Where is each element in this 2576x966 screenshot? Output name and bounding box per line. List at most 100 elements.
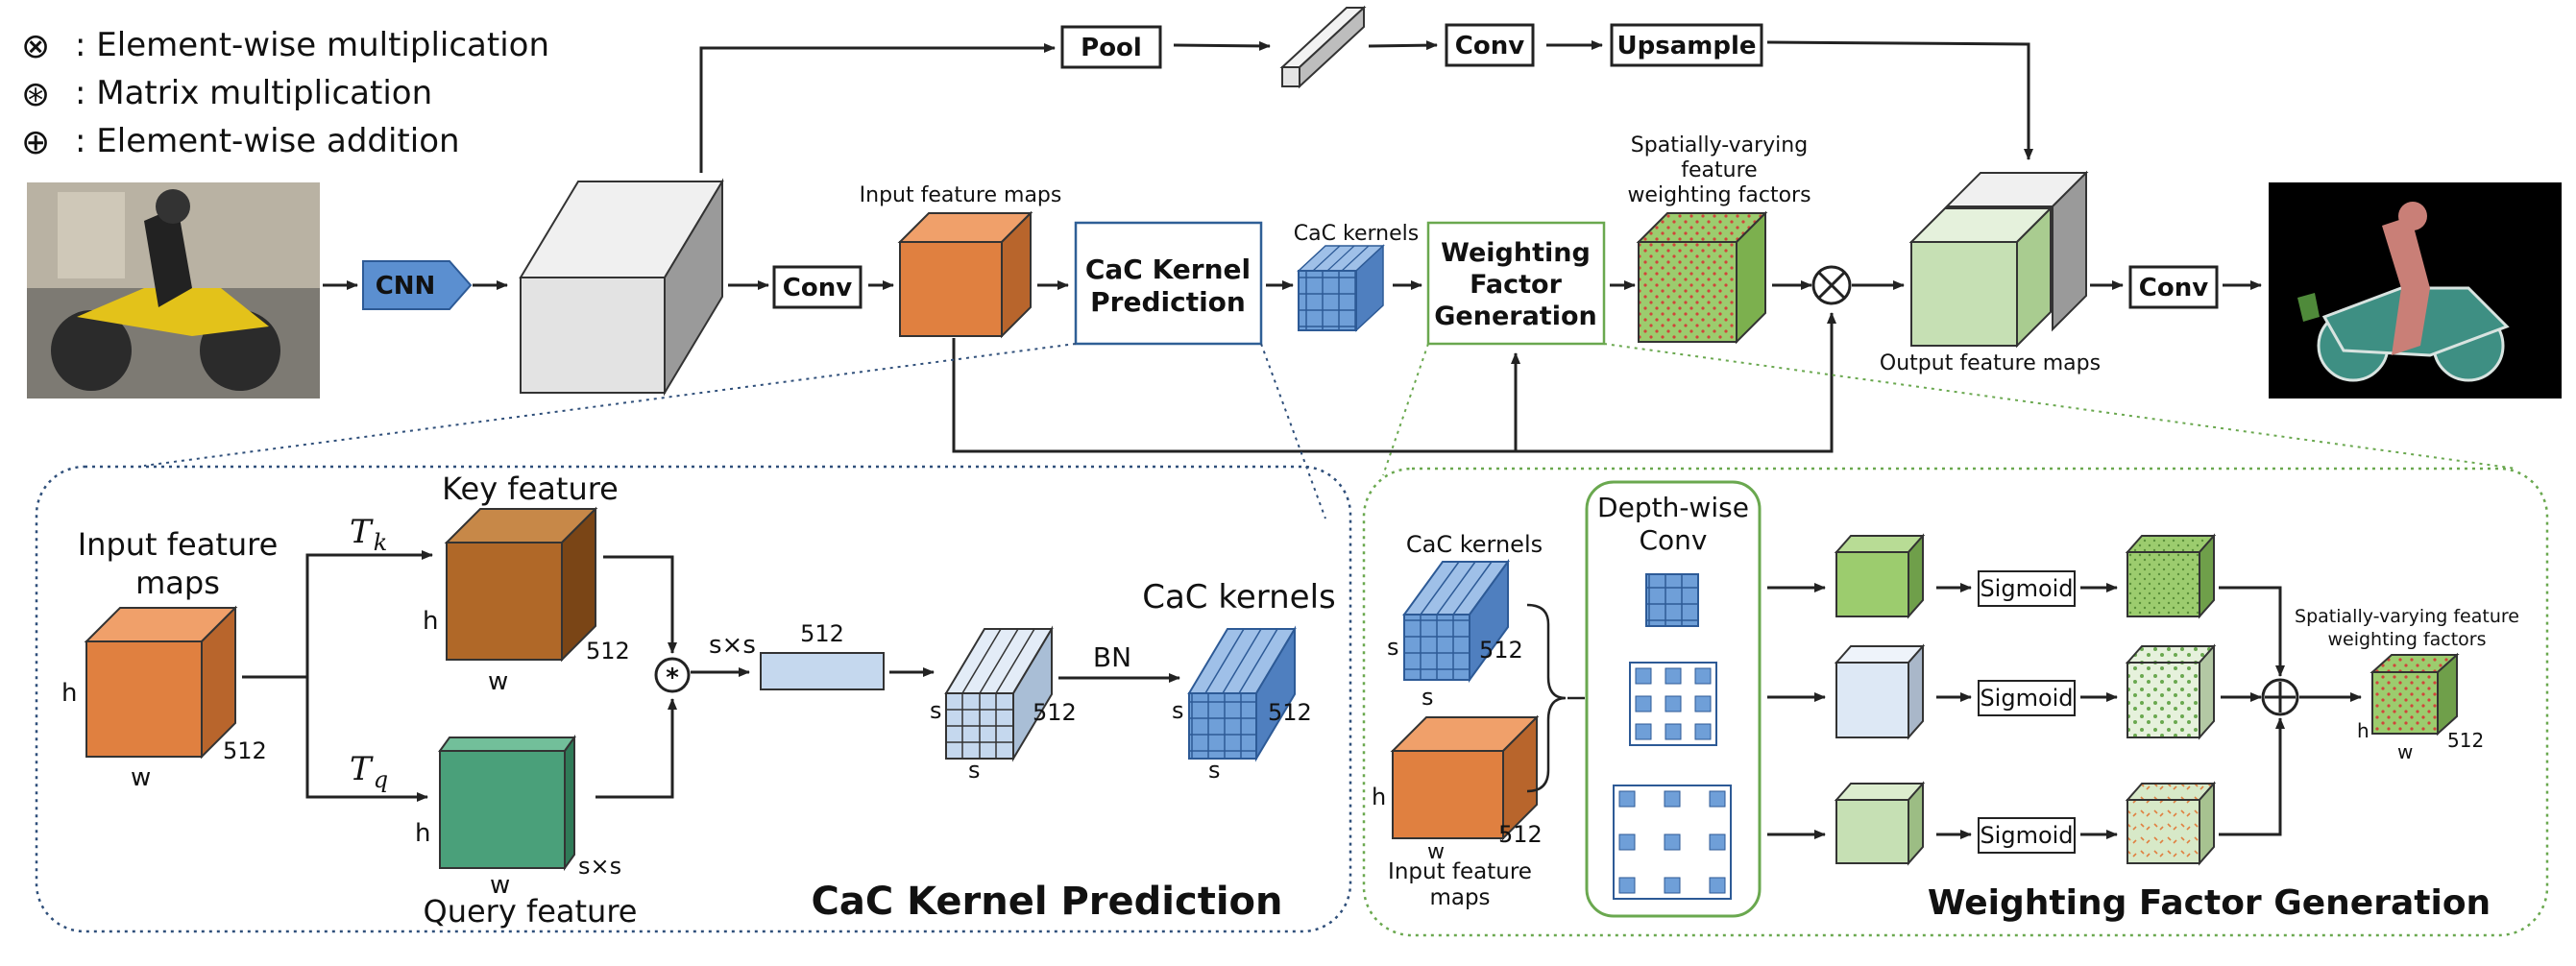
query-feature-cube <box>438 734 576 872</box>
pool-label: Pool <box>1081 34 1142 62</box>
key-feature-h: h <box>423 607 438 636</box>
top-wfg-line3: Generation <box>1434 302 1596 331</box>
right-input-h: h <box>1372 784 1386 810</box>
top-svf-line1: Spatially-varying <box>1631 133 1808 157</box>
conv1-block: Conv <box>772 265 863 309</box>
branch2-weight-cube <box>2125 643 2217 740</box>
top-input-feature-maps-cube <box>897 210 1033 339</box>
cnn-block: CNN <box>362 260 473 310</box>
left-cac-kernels-light <box>944 625 1054 762</box>
depthwise-kernel-dilation-2 <box>1629 662 1717 746</box>
left-panel-title: CaC Kernel Prediction <box>811 880 1282 924</box>
depthwise-conv-block: Depth-wise Conv <box>1585 480 1762 918</box>
cnn-feature-map <box>519 178 724 397</box>
right-input-cube <box>1390 714 1540 841</box>
right-svf-w: w <box>2397 740 2413 763</box>
left-input-h: h <box>61 679 77 708</box>
tk-label: Tk <box>350 513 387 556</box>
top-kernel-prediction-line1: CaC Kernel <box>1085 254 1251 285</box>
sigmoid-1-label: Sigmoid <box>1980 575 2073 602</box>
left-cac-dark-s-bottom: s <box>1208 757 1221 784</box>
right-panel-title: Weighting Factor Generation <box>1928 883 2491 923</box>
conv2-label: Conv <box>2139 274 2208 302</box>
left-cac-dark-512: 512 <box>1268 699 1312 726</box>
branch2-feature-cube <box>1834 643 1926 740</box>
depthwise-line1: Depth-wise <box>1597 492 1749 523</box>
upsample-block: Upsample <box>1610 23 1763 67</box>
key-feature-512: 512 <box>586 638 630 664</box>
top-input-feature-maps-label: Input feature maps <box>860 183 1062 207</box>
legend: ⊗ : Element-wise multiplication ⊛ : Matr… <box>21 26 549 162</box>
left-cac-dark-s-side: s <box>1172 697 1184 724</box>
output-feature-maps-cube <box>1908 170 2089 349</box>
right-panel-weighting-factor-generation: CaC kernels s s 512 h w 512 Input featur… <box>1362 467 2549 937</box>
right-cac-s-side: s <box>1387 634 1399 661</box>
left-input-label-line1: Input feature <box>78 526 279 563</box>
top-kernel-prediction-block: CaC Kernel Prediction <box>1074 221 1263 346</box>
left-cac-light-512: 512 <box>1033 699 1077 726</box>
right-input-label-line1: Input feature <box>1388 859 1532 884</box>
left-cac-kernels-label: CaC kernels <box>1142 578 1336 616</box>
top-cac-kernels-label: CaC kernels <box>1294 222 1419 246</box>
left-cac-light-s-side: s <box>930 697 942 724</box>
right-svf-512: 512 <box>2447 729 2484 752</box>
legend-text-elementwise-add: : Element-wise addition <box>75 122 460 160</box>
svg-text:*: * <box>666 664 679 692</box>
elementwise-mult-op <box>1811 265 1852 305</box>
sigmoid-3: Sigmoid <box>1978 817 2076 854</box>
query-feature-w: w <box>490 871 510 900</box>
query-feature-label: Query feature <box>424 893 638 930</box>
left-input-label-line2: maps <box>135 565 220 601</box>
conv2-block: Conv <box>2128 265 2219 309</box>
top-wfg-line1: Weighting <box>1441 238 1591 268</box>
right-input-512: 512 <box>1498 821 1543 848</box>
right-input-w: w <box>1427 840 1445 864</box>
top-svf-line2: feature <box>1681 158 1757 182</box>
flattened-512: 512 <box>800 620 844 647</box>
top-wfg-line2: Factor <box>1470 270 1563 300</box>
pool-block: Pool <box>1060 25 1162 69</box>
right-cac-s-bottom: s <box>1422 684 1434 711</box>
branch3-weight-cube <box>2125 781 2217 866</box>
left-input-cube <box>84 605 238 760</box>
right-input-label-line2: maps <box>1429 885 1490 910</box>
flattened-kernel-bar: 512 <box>760 620 885 690</box>
left-cac-light-s-bottom: s <box>968 757 981 784</box>
key-feature-label: Key feature <box>442 471 619 507</box>
right-svf-cube <box>2369 652 2460 737</box>
elementwise-add-op <box>2261 678 2299 716</box>
right-cac-kernels-cube <box>1402 558 1510 684</box>
sigmoid-2: Sigmoid <box>1978 680 2076 716</box>
right-cac-kernels-label: CaC kernels <box>1406 531 1543 558</box>
top-svf-line3: weighting factors <box>1627 183 1810 207</box>
query-feature-sxs: s×s <box>578 853 621 880</box>
output-segmentation-image <box>2269 182 2562 398</box>
sigmoid-1: Sigmoid <box>1978 570 2076 607</box>
depthwise-line2: Conv <box>1640 524 1708 556</box>
right-svf-line2: weighting factors <box>2327 629 2486 650</box>
right-svf-line1: Spatially-varying feature <box>2295 606 2519 627</box>
key-feature-cube <box>444 506 598 663</box>
right-svf-h: h <box>2357 719 2369 742</box>
right-cac-512: 512 <box>1479 637 1523 664</box>
key-feature-w: w <box>488 667 508 696</box>
sigmoid-3-label: Sigmoid <box>1980 822 2073 849</box>
conv-after-pool-block: Conv <box>1445 23 1535 67</box>
cnn-label: CNN <box>376 272 436 301</box>
top-weighting-factor-generation-block: Weighting Factor Generation <box>1426 221 1606 346</box>
matrix-mult-op: * <box>654 657 691 693</box>
output-feature-maps-label: Output feature maps <box>1880 351 2101 375</box>
legend-symbol-matrix-mult: ⊛ <box>21 75 50 114</box>
legend-text-elementwise-mult: : Element-wise multiplication <box>75 26 549 64</box>
left-panel-kernel-prediction: Input feature maps h w 512 Tk Tq Key fea… <box>35 465 1352 933</box>
top-svf-cube <box>1636 210 1768 345</box>
depthwise-kernel-dilation-1 <box>1645 573 1699 627</box>
legend-symbol-elementwise-mult: ⊗ <box>21 27 50 66</box>
sxs-label: s×s <box>709 631 756 660</box>
legend-text-matrix-mult: : Matrix multiplication <box>75 74 432 112</box>
left-input-w: w <box>131 763 151 792</box>
legend-symbol-elementwise-add: ⊕ <box>21 123 50 162</box>
branch1-feature-cube <box>1834 533 1926 619</box>
query-feature-h: h <box>415 819 430 848</box>
